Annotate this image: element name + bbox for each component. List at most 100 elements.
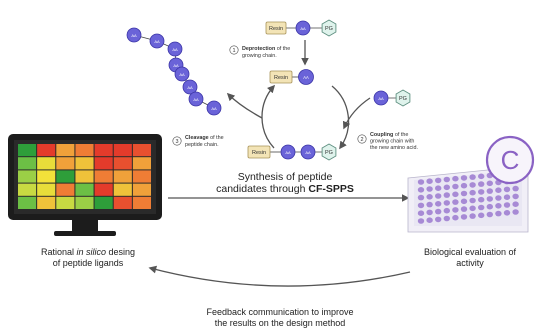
step-text: growing chain. [242,53,277,59]
heatmap-cell [56,157,75,170]
well [503,210,511,216]
step-text: of the [209,135,224,141]
well [512,193,519,200]
amino-acid-icon: AA [174,66,190,82]
heatmap-cell [18,196,37,209]
right-caption-line1: Biological evaluation of [423,247,517,257]
heatmap-cell [132,196,151,209]
well [443,200,450,206]
feedback-caption-line1: Feedback communication to improve [206,307,354,317]
heatmap-cell [75,144,94,157]
step-text: peptide chain. [185,142,219,148]
step-title: Cleavage [185,135,209,141]
well [495,195,502,201]
svg-text:Cleavage of the: Cleavage of the [185,135,224,141]
amino-acid-icon: AA [149,33,165,49]
heatmap-cell [37,157,56,170]
well [486,180,493,187]
heatmap-cell [113,183,132,196]
heatmap-cell [113,196,132,209]
resin-icon: Resin [265,21,287,35]
well [460,175,468,181]
protecting-group-icon: PG [395,89,411,107]
heatmap-cell [94,170,113,183]
well [469,205,476,212]
well [469,182,476,188]
well [469,213,476,219]
well [478,212,485,219]
step-number: 1 [232,48,235,54]
resin-icon: Resin [269,70,293,84]
well [417,210,425,216]
amino-acid-icon: AA [206,100,222,116]
well [512,185,519,192]
well [417,187,425,193]
well [460,206,468,212]
heatmap-cell [94,196,113,209]
well [452,207,459,213]
well [495,210,502,217]
amino-acid-label: AA [179,72,185,77]
well [486,203,493,210]
step-number: 2 [360,137,363,143]
well [443,184,450,191]
step-deprotection: 1 Deprotection of the growing chain. [229,45,290,59]
well [426,209,433,216]
heatmap-cell [56,183,75,196]
heatmap-cell [56,170,75,183]
well [435,177,442,184]
heatmap-cell [75,183,94,196]
protecting-group-label: PG [325,150,333,156]
well [426,186,433,192]
well [503,194,511,200]
heatmap-cell [113,170,132,183]
amino-acid-label: AA [211,106,217,111]
amino-acid-label: AA [173,63,179,68]
well [460,198,468,205]
well [435,193,442,199]
step-text: the new amino acid. [370,145,418,151]
protecting-group-icon: PG [321,19,337,37]
heatmap-cell [75,196,94,209]
protecting-group-label: PG [325,26,333,32]
heatmap-cell [94,183,113,196]
well [478,173,485,180]
heatmap-cell [132,183,151,196]
amino-acid-icon: AA [298,69,314,85]
well [503,202,511,208]
heatmap-cell [113,144,132,157]
heatmap-cell [18,183,37,196]
heatmap-cell [113,157,132,170]
well [417,218,425,224]
well [478,196,485,203]
amino-acid-label: AA [193,97,199,102]
computer-monitor-icon [8,134,162,236]
center-caption: Synthesis of peptide candidates through … [200,171,370,195]
step-number: 3 [175,139,178,145]
well [417,194,425,201]
well [460,190,468,197]
amino-acid-icon: AA [280,144,296,160]
amino-acid-icon: AA [300,144,316,160]
well [435,208,442,215]
amino-acid-label: AA [303,75,309,80]
well [486,188,493,194]
well [460,182,468,189]
heatmap-cell [75,157,94,170]
resin-icon: Resin [247,145,271,159]
well [443,176,450,183]
right-caption-line2: activity [456,258,484,268]
heatmap-cell [18,157,37,170]
well [435,201,442,207]
well [426,178,433,184]
well [435,185,442,191]
heatmap-cell [75,170,94,183]
well [426,194,433,200]
heatmap-grid [18,144,151,209]
center-caption-bold: CF-SPPS [308,183,354,195]
well [512,209,519,215]
step-text: growing chain with [370,139,414,145]
amino-acid-icon: AA [167,41,183,57]
protecting-group-icon: PG [321,143,337,161]
